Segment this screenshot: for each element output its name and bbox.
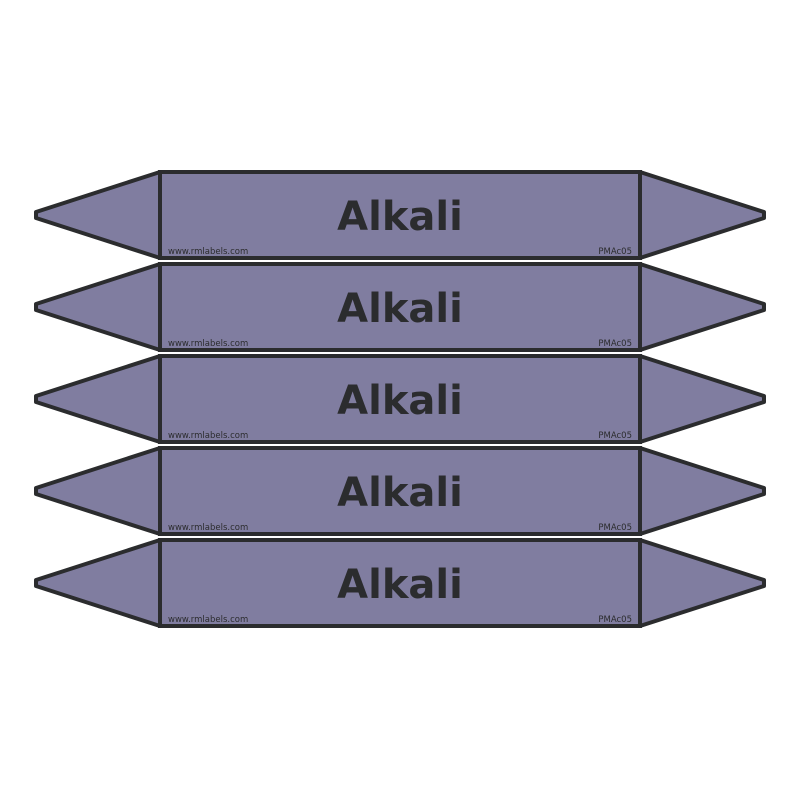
website-text: www.rmlabels.com	[168, 431, 248, 441]
right-arrow-point	[638, 538, 766, 628]
label-body	[158, 538, 642, 628]
left-arrow-point	[34, 170, 162, 260]
left-arrow-point	[34, 446, 162, 536]
website-text: www.rmlabels.com	[168, 523, 248, 533]
product-code: PMAc05	[598, 247, 632, 257]
right-arrow-point	[638, 170, 766, 260]
right-arrow-point	[638, 354, 766, 444]
website-text: www.rmlabels.com	[168, 339, 248, 349]
pipe-marker-label: Alkali www.rmlabels.com PMAc05	[34, 446, 766, 536]
pipe-marker-label: Alkali www.rmlabels.com PMAc05	[34, 538, 766, 628]
left-arrow-point	[34, 262, 162, 352]
website-text: www.rmlabels.com	[168, 247, 248, 257]
label-body	[158, 446, 642, 536]
right-arrow-point	[638, 446, 766, 536]
left-arrow-point	[34, 538, 162, 628]
website-text: www.rmlabels.com	[168, 615, 248, 625]
product-code: PMAc05	[598, 339, 632, 349]
product-code: PMAc05	[598, 431, 632, 441]
product-code: PMAc05	[598, 615, 632, 625]
pipe-marker-label: Alkali www.rmlabels.com PMAc05	[34, 170, 766, 260]
substance-name: Alkali	[337, 470, 463, 516]
substance-name: Alkali	[337, 286, 463, 332]
pipe-marker-label: Alkali www.rmlabels.com PMAc05	[34, 262, 766, 352]
pipe-marker-label: Alkali www.rmlabels.com PMAc05	[34, 354, 766, 444]
left-arrow-point	[34, 354, 162, 444]
label-body	[158, 262, 642, 352]
right-arrow-point	[638, 262, 766, 352]
label-body	[158, 354, 642, 444]
substance-name: Alkali	[337, 194, 463, 240]
substance-name: Alkali	[337, 562, 463, 608]
label-body	[158, 170, 642, 260]
product-code: PMAc05	[598, 523, 632, 533]
substance-name: Alkali	[337, 378, 463, 424]
